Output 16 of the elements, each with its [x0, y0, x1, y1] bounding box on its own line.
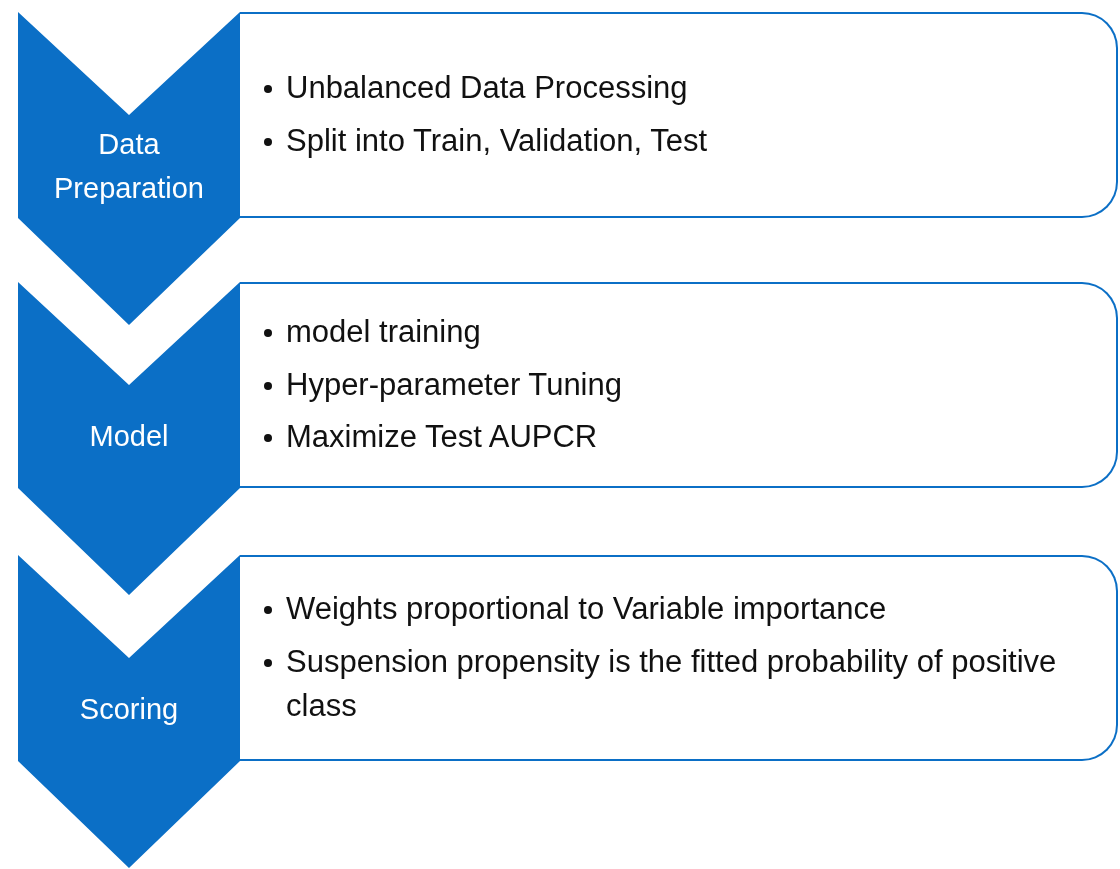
bullet-text: Suspension propensity is the fitted probability of positive class [286, 642, 1058, 726]
bullet-text: Split into Train, Validation, Test [286, 122, 708, 160]
bullet-text: Hyper-parameter Tuning [286, 365, 622, 404]
content-box [240, 555, 1118, 761]
chevron-step [18, 12, 240, 325]
chevron-step [18, 555, 240, 868]
step-title: Model [89, 418, 169, 454]
bullet-text: Maximize Test AUPCR [286, 418, 598, 457]
step-title: Scoring [79, 691, 179, 727]
step-title: Data Preparation [53, 127, 205, 206]
content-box [240, 282, 1118, 488]
bullet-text: model training [286, 312, 481, 351]
bullet-text: Weights proportional to Variable importance [286, 589, 887, 628]
chevron-step [18, 282, 240, 595]
bullet-text: Unbalanced Data Processing [286, 69, 688, 108]
content-box [240, 12, 1118, 218]
